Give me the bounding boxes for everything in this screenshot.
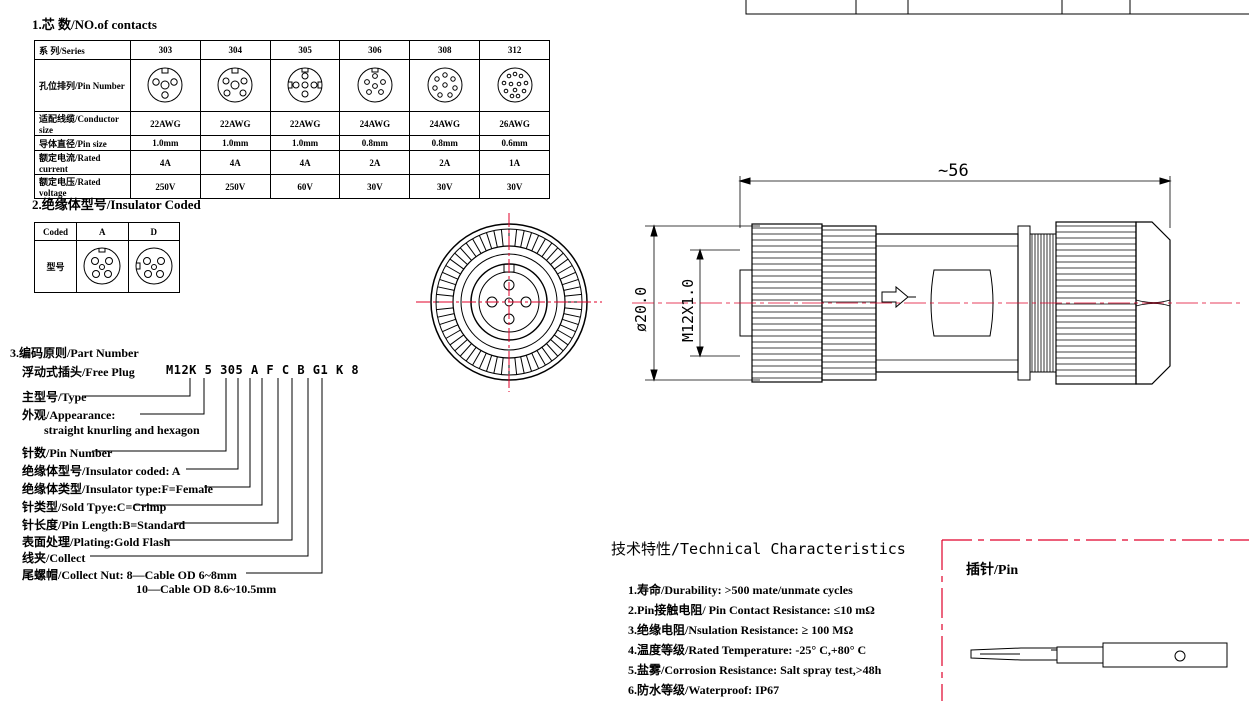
- table-cell: 22AWG: [199, 111, 271, 136]
- table-cell: 30V: [339, 174, 411, 199]
- technical-item: 2.Pin接触电阻/ Pin Contact Resistance: ≤10 m…: [628, 603, 875, 617]
- technical-item: 3.绝缘电阻/Nsulation Resistance: ≥ 100 MΩ: [628, 623, 854, 637]
- pn-type: 主型号/Type: [22, 390, 87, 404]
- pn-collect-nut: 尾螺帽/Collect Nut: 8—Cable OD 6~8mm: [22, 568, 237, 582]
- title-block: [745, 0, 1249, 15]
- pn-sold-type: 针类型/Sold Tpye:C=Crimp: [22, 500, 167, 514]
- insulator-a-icon: [76, 240, 129, 293]
- insulator-section-title: 2.绝缘体型号/Insulator Coded: [32, 197, 201, 212]
- pin-layout-row: 孔位排列/Pin Number: [34, 59, 550, 112]
- table-cell: 22AWG: [130, 111, 201, 136]
- diameter-dimension: ø20.0: [632, 287, 650, 332]
- side-view-drawing: [632, 176, 1240, 385]
- table-cell: 1A: [479, 150, 550, 175]
- conductor-label: 适配线缆/Conductor size: [34, 111, 131, 136]
- technical-title: 技术特性/Technical Characteristics: [611, 540, 906, 558]
- technical-item: 5.盐雾/Corrosion Resistance: Salt spray te…: [628, 663, 882, 677]
- table-cell: 30V: [409, 174, 481, 199]
- pn-appearance: 外观/Appearance:: [22, 408, 116, 422]
- thread-dimension: M12X1.0: [679, 279, 697, 342]
- table-cell: 250V: [199, 174, 271, 199]
- voltage-row: 额定电压/Rated voltage 250V 250V 60V 30V 30V…: [34, 174, 550, 199]
- conductor-row: 适配线缆/Conductor size 22AWG 22AWG 22AWG 24…: [34, 111, 550, 136]
- table-cell: 26AWG: [479, 111, 550, 136]
- pin-drawing: [941, 539, 1249, 701]
- front-view-drawing: [416, 213, 602, 392]
- table-cell: 4A: [130, 150, 201, 175]
- table-cell: 4A: [269, 150, 341, 175]
- pn-insulator-type: 绝缘体类型/Insulator type:F=Female: [22, 482, 213, 496]
- pn-insulator-coded: 绝缘体型号/Insulator coded: A: [22, 464, 181, 478]
- technical-item: 4.温度等级/Rated Temperature: -25° C,+80° C: [628, 643, 867, 657]
- pin-layout-312-icon: [479, 59, 550, 112]
- part-number-code: M12K 5 305 A F C B G1 K 8: [166, 363, 360, 377]
- current-row: 额定电流/Rated current 4A 4A 4A 2A 2A 1A: [34, 150, 550, 175]
- pn-appearance-detail: straight knurling and hexagon: [44, 423, 200, 437]
- voltage-label: 额定电压/Rated voltage: [34, 174, 131, 199]
- free-plug-label: 浮动式插头/Free Plug: [22, 365, 135, 379]
- technical-item: 1.寿命/Durability: >500 mate/unmate cycles: [628, 583, 853, 597]
- pn-pin-number: 针数/Pin Number: [22, 446, 113, 460]
- insulator-table: Coded A D 型号: [34, 222, 180, 293]
- table-cell: 30V: [479, 174, 550, 199]
- pin-panel-title: 插针/Pin: [966, 563, 1019, 578]
- pin-size-row: 导体直径/Pin size 1.0mm 1.0mm 1.0mm 0.8mm 0.…: [34, 135, 550, 151]
- technical-item: 6.防水等级/Waterproof: IP67: [628, 683, 780, 697]
- part-number-title: 3.编码原则/Part Number: [10, 346, 139, 360]
- model-label: 型号: [34, 240, 77, 293]
- pin-layout-304-icon: [199, 59, 271, 112]
- pin-layout-305-icon: [269, 59, 341, 112]
- pn-collect: 线夹/Collect: [22, 551, 86, 565]
- contacts-table: 系 列/Series 303 304 305 306 308 312 孔位排列/…: [34, 40, 550, 199]
- pn-pin-length: 针长度/Pin Length:B=Standard: [22, 518, 186, 532]
- pin-layout-308-icon: [409, 59, 481, 112]
- part-number-leaders: [82, 378, 323, 574]
- contacts-section-title: 1.芯 数/NO.of contacts: [32, 17, 157, 32]
- table-cell: 250V: [130, 174, 201, 199]
- pin-number-label: 孔位排列/Pin Number: [34, 59, 131, 112]
- table-cell: 2A: [409, 150, 481, 175]
- length-dimension: ~56: [938, 161, 969, 181]
- pn-plating: 表面处理/Plating:Gold Flash: [22, 535, 171, 549]
- insulator-d-icon: [127, 240, 180, 293]
- pn-collect-nut-alt: 10—Cable OD 8.6~10.5mm: [136, 582, 277, 596]
